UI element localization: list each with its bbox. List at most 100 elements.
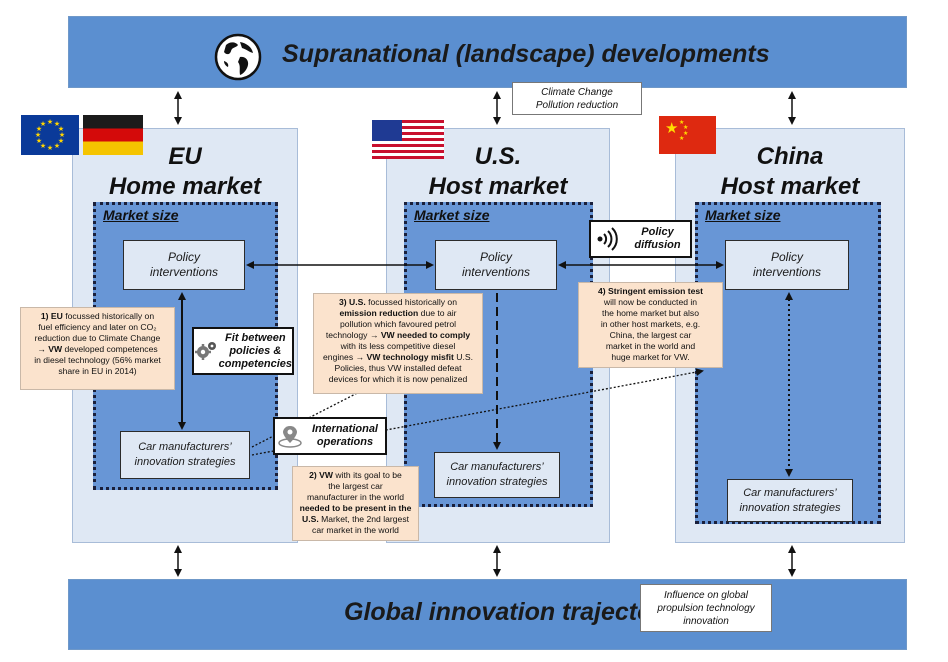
note4-g: huge market for VW. — [611, 352, 690, 362]
us-panel-title: U.S. Host market — [400, 142, 596, 204]
policy-diffusion-callout: Policy diffusion — [589, 220, 692, 258]
note4-b: will now be conducted in — [603, 297, 698, 307]
note1-d-bold: → VW — [37, 344, 63, 354]
climate-note: Climate Change Pollution reduction — [512, 82, 642, 115]
note2-f: car market in the world — [312, 525, 399, 535]
location-pin-icon — [275, 424, 305, 448]
global-trajectory-title: Global innovation trajectory — [344, 598, 676, 626]
note3-f-plain: engines — [323, 352, 356, 362]
climate-note-line2: Pollution reduction — [535, 99, 619, 111]
svg-text:★: ★ — [679, 135, 684, 142]
eu-policy-line1: Policy — [167, 250, 200, 264]
china-panel-title: China Host market — [690, 142, 890, 204]
svg-text:★: ★ — [47, 144, 53, 152]
note2-b: the largest car — [328, 481, 383, 491]
svg-text:★: ★ — [47, 118, 53, 126]
note1-f: share in EU in 2014) — [58, 366, 137, 376]
china-car-box: Car manufacturers’ innovation strategies — [727, 479, 853, 522]
svg-text:★: ★ — [35, 131, 41, 139]
svg-text:★: ★ — [58, 137, 64, 145]
us-flag-icon — [372, 120, 444, 159]
note1-d-rest: developed competences — [62, 344, 158, 354]
note-1-eu: 1) EU focussed historically on fuel effi… — [20, 307, 175, 390]
note2-d-bold: needed to be present in the — [299, 503, 412, 513]
svg-text:★: ★ — [40, 142, 46, 150]
supranational-title: Supranational (landscape) developments — [282, 40, 770, 68]
note3-a-bold: 3) U.S. — [339, 297, 366, 307]
us-title-line1: U.S. — [474, 143, 522, 170]
influence-line3: innovation — [683, 615, 729, 627]
svg-text:★: ★ — [683, 130, 688, 137]
note1-a-rest: focussed historically on — [62, 311, 155, 321]
fit-callout: Fit between policies & competencies — [192, 327, 294, 375]
note1-e: in diesel technology (56% market — [34, 355, 161, 365]
note4-e: China, the largest car — [609, 330, 692, 340]
note3-h: devices for which it is now penalized — [328, 374, 468, 384]
note-2-vw: 2) VW with its goal to be the largest ca… — [292, 466, 419, 541]
note1-a-bold: 1) EU — [40, 311, 63, 321]
fit-callout-text: Fit between policies & competencies — [219, 332, 292, 371]
svg-text:★: ★ — [40, 120, 46, 128]
us-market-size-label: Market size — [414, 207, 490, 223]
note2-a-bold: 2) VW — [309, 470, 334, 480]
svg-text:★: ★ — [665, 119, 678, 137]
influence-note: Influence on global propulsion technolog… — [640, 584, 772, 632]
note3-f-bold: → VW technology misfit — [355, 352, 454, 362]
svg-text:★: ★ — [36, 137, 42, 145]
eu-policy-box: Policy interventions — [123, 240, 245, 290]
note3-b-bold: emission reduction — [339, 308, 419, 318]
supranational-band — [68, 16, 907, 88]
svg-text:★: ★ — [58, 125, 64, 133]
note4-c: the home market but also — [602, 308, 699, 318]
us-policy-line2: interventions — [461, 265, 531, 279]
eu-car-line1: Car manufacturers’ — [138, 441, 232, 453]
eu-policy-line2: interventions — [149, 265, 219, 279]
gears-icon — [194, 339, 219, 363]
note4-d: in other host markets, e.g. — [600, 319, 701, 329]
fit-line2: policies & — [229, 344, 282, 357]
globe-icon — [214, 33, 262, 81]
svg-text:★: ★ — [36, 125, 42, 133]
china-policy-line2: interventions — [752, 265, 822, 279]
us-car-line2: innovation strategies — [446, 476, 548, 488]
intl-line2: operations — [316, 436, 374, 448]
china-title-line2: Host market — [720, 173, 860, 200]
us-car-line1: Car manufacturers’ — [450, 461, 544, 473]
intl-line1: International — [311, 423, 378, 435]
eu-car-box: Car manufacturers’ innovation strategies — [120, 431, 250, 479]
svg-text:★: ★ — [679, 119, 684, 126]
diffusion-line1: Policy — [641, 226, 674, 238]
china-title-line1: China — [756, 143, 824, 170]
note3-a-rest: focussed historically on — [365, 297, 457, 307]
fit-line3: competencies — [218, 357, 292, 370]
china-policy-line1: Policy — [770, 250, 803, 264]
influence-line1: Influence on global — [664, 589, 748, 601]
international-callout: International operations — [273, 417, 387, 455]
china-car-line1: Car manufacturers’ — [743, 486, 837, 499]
eu-panel-title: EU Home market — [92, 142, 278, 204]
note3-d-plain: technology — [325, 330, 370, 340]
eu-flag-icon: ★★★★ ★★★★ ★★★★ — [21, 115, 79, 155]
note2-e-rest: Market, the 2nd largest — [318, 514, 409, 524]
note2-e-bold: U.S. — [302, 514, 319, 524]
broadcast-icon — [591, 226, 625, 252]
germany-flag-icon — [83, 115, 143, 155]
us-title-line2: Host market — [428, 173, 568, 200]
eu-title-line2: Home market — [108, 173, 262, 200]
us-policy-line1: Policy — [479, 250, 512, 264]
china-flag-icon: ★ ★ ★ ★ ★ — [659, 116, 716, 154]
climate-note-line1: Climate Change — [541, 86, 613, 98]
eu-market-size-label: Market size — [103, 207, 179, 223]
note-3-us: 3) U.S. focussed historically on emissio… — [313, 293, 483, 394]
fit-line1: Fit between — [225, 331, 286, 344]
note3-g: Policies, thus VW installed defeat — [334, 363, 462, 373]
note3-e: with its less competitive diesel — [340, 341, 456, 351]
note4-f: market in the world and — [605, 341, 696, 351]
note3-f-rest: U.S. — [453, 352, 473, 362]
influence-line2: propulsion technology — [657, 602, 755, 614]
svg-text:★: ★ — [59, 131, 65, 139]
note2-a-rest: with its goal to be — [333, 470, 402, 480]
diffusion-line2: diffusion — [634, 239, 681, 251]
international-callout-text: International operations — [305, 423, 385, 449]
note1-c: reduction due to Climate Change — [34, 333, 161, 343]
